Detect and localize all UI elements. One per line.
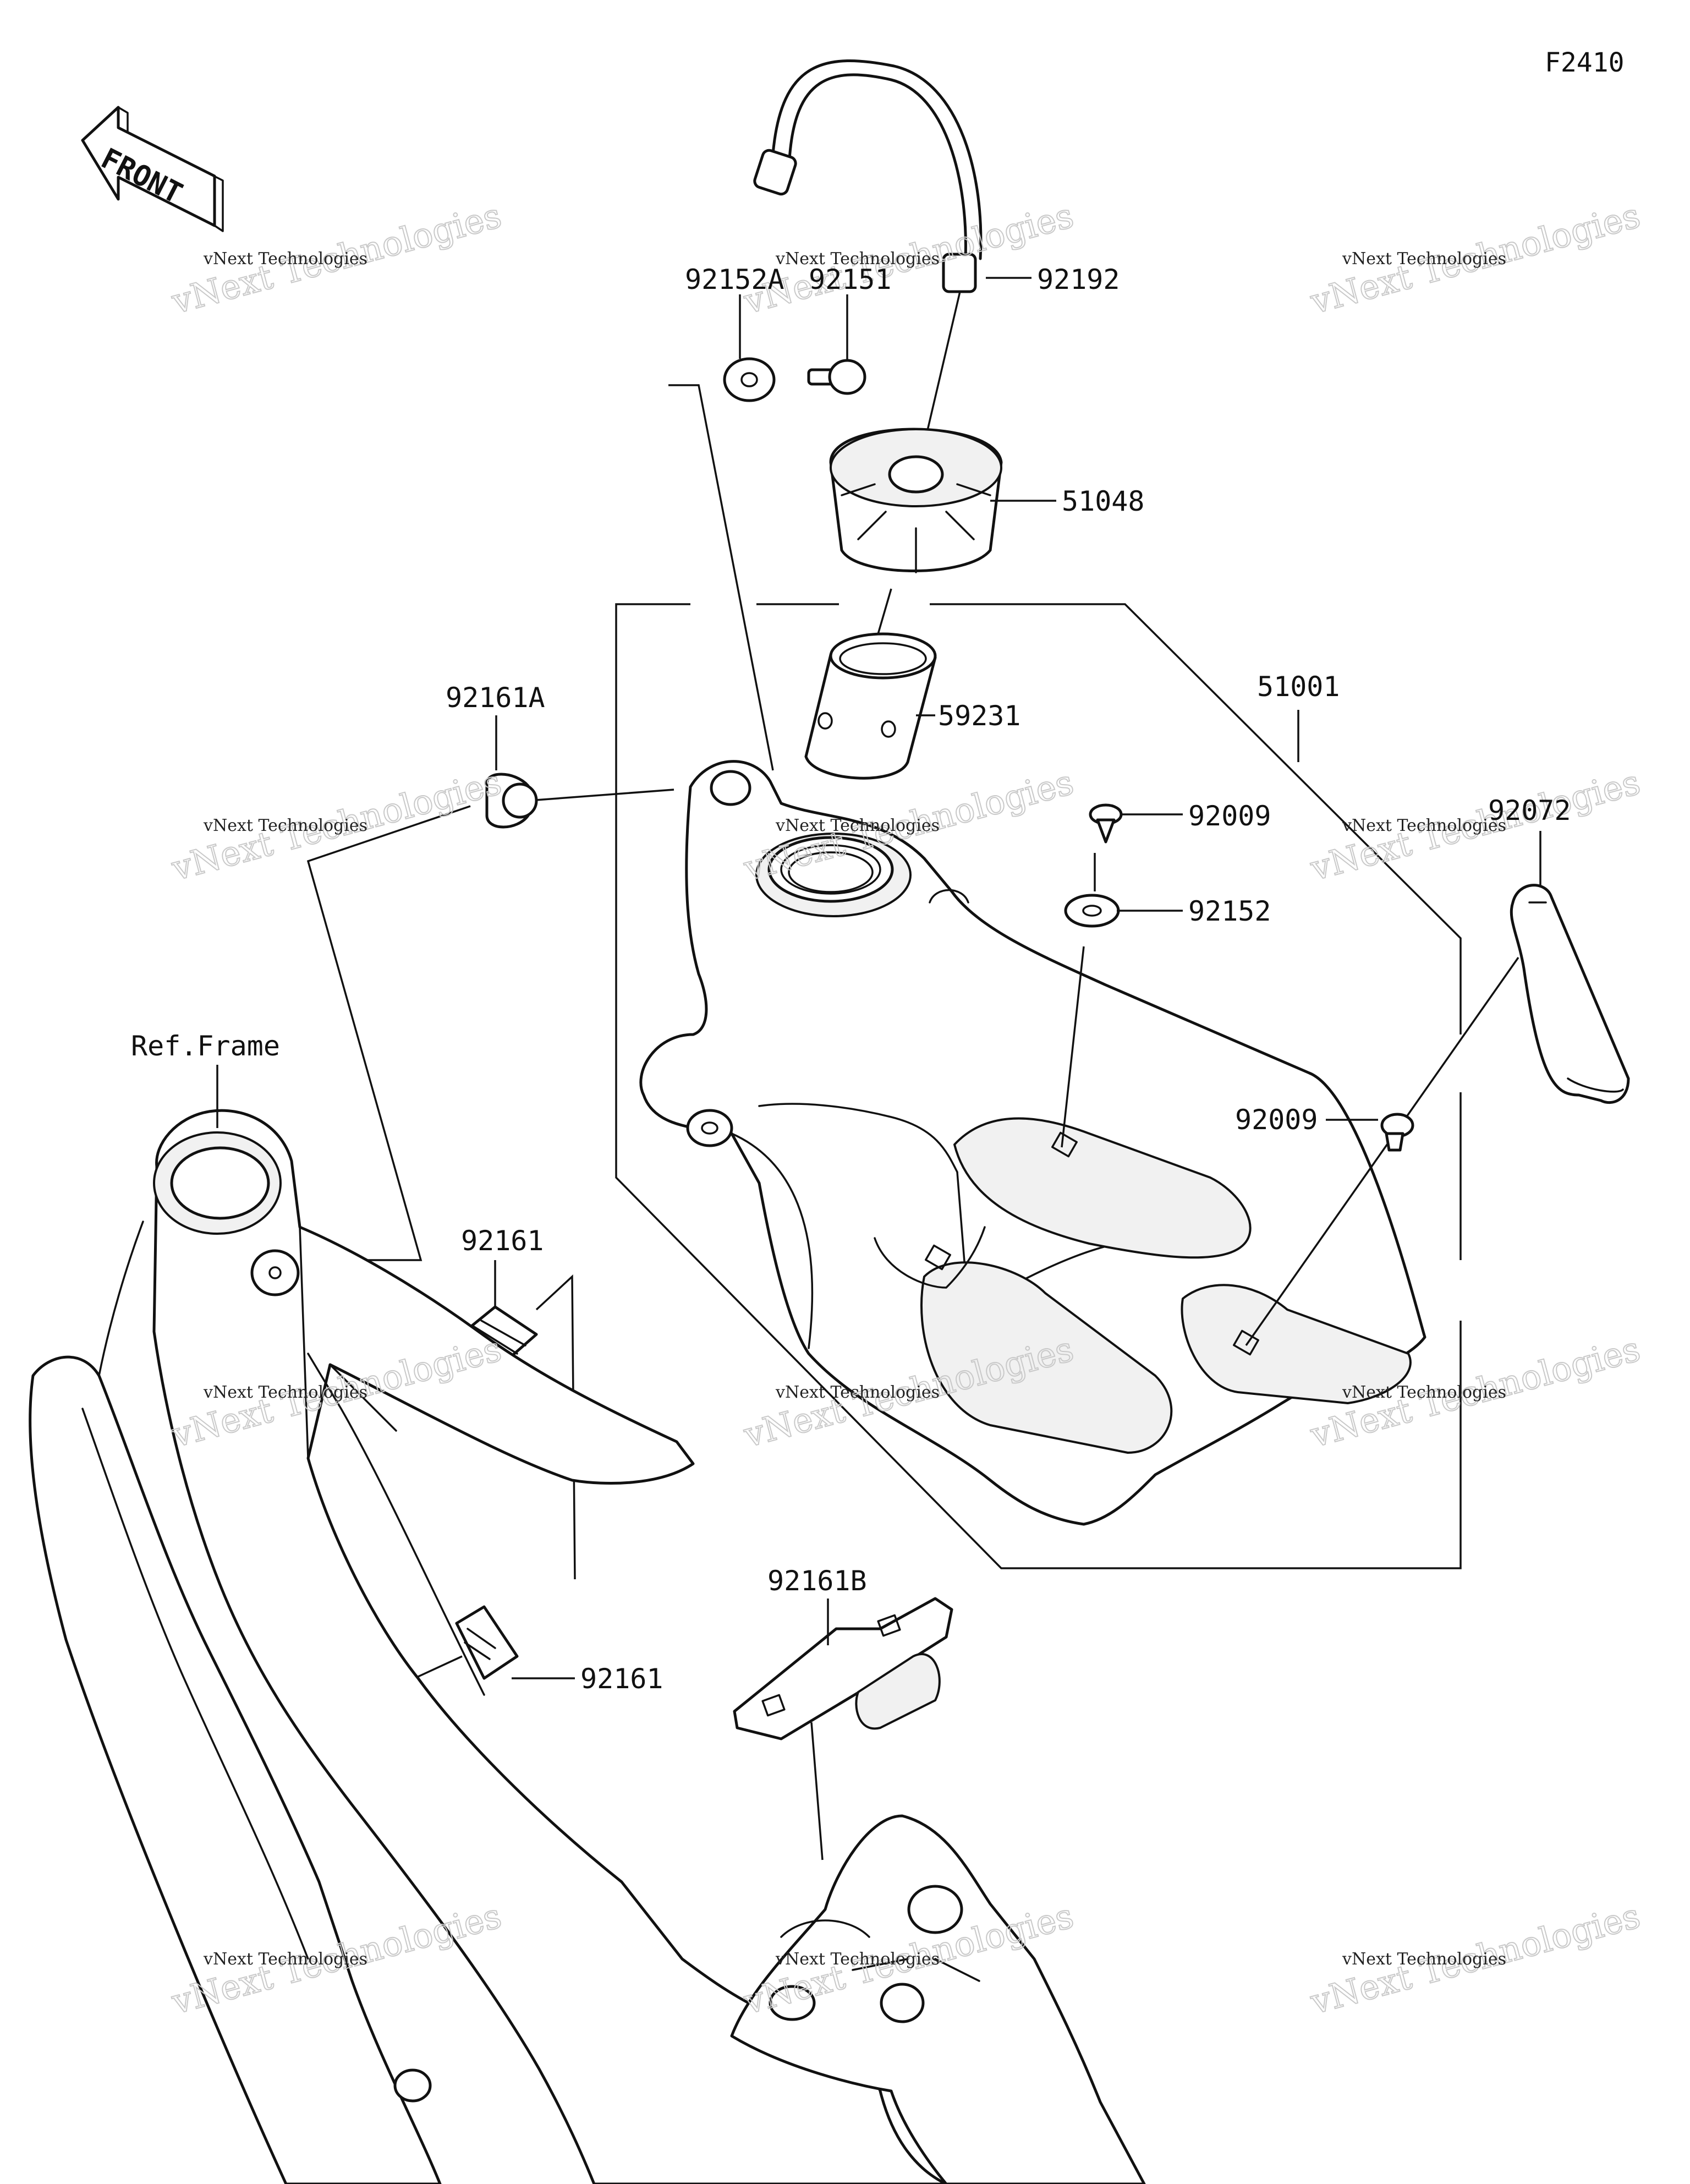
fuel-cap xyxy=(829,428,1056,655)
washer-92152 xyxy=(1061,853,1183,1148)
svg-text:vNext Technologies: vNext Technologies xyxy=(1342,249,1506,269)
fuel-filter xyxy=(804,632,937,780)
tank-strap xyxy=(1245,831,1630,1346)
svg-text:vNext Technologies: vNext Technologies xyxy=(1342,1950,1506,1969)
mount-92161B xyxy=(733,1597,953,1860)
breather-hose xyxy=(753,59,1031,468)
screw-92009-strap xyxy=(1326,1113,1414,1152)
leader-92161A-tank xyxy=(528,789,674,802)
label-92151: 92151 xyxy=(809,264,892,295)
bolt-92151 xyxy=(807,294,866,395)
svg-text:vNext Technologies: vNext Technologies xyxy=(203,249,367,269)
svg-text:vNext Technologies: vNext Technologies xyxy=(203,1383,367,1402)
label-51048: 51048 xyxy=(1062,485,1145,517)
label-92009-strap: 92009 xyxy=(1235,1104,1318,1136)
label-92009-top: 92009 xyxy=(1188,800,1271,832)
label-92192: 92192 xyxy=(1037,264,1120,295)
washer-92152A xyxy=(723,294,776,402)
label-92161A: 92161A xyxy=(446,682,545,714)
label-92152A: 92152A xyxy=(685,264,784,295)
svg-text:vNext Technologies: vNext Technologies xyxy=(775,249,940,269)
label-ref-frame: Ref.Frame xyxy=(131,1030,280,1062)
label-92161B: 92161B xyxy=(767,1565,867,1597)
svg-text:vNext Technologies: vNext Technologies xyxy=(203,1950,367,1969)
svg-text:vNext Technologies: vNext Technologies xyxy=(1342,1383,1506,1402)
leader-92152A-tank xyxy=(668,384,774,771)
front-arrow-icon: FRONT xyxy=(81,106,224,232)
label-59231: 59231 xyxy=(938,700,1021,732)
label-92152: 92152 xyxy=(1188,895,1271,927)
fuel-tank xyxy=(639,760,1426,1526)
label-51001: 51001 xyxy=(1257,671,1340,703)
label-92072: 92072 xyxy=(1488,795,1571,826)
svg-text:vNext Technologies: vNext Technologies xyxy=(203,816,367,835)
label-92161-lower: 92161 xyxy=(580,1663,663,1695)
svg-text:vNext Technologies: vNext Technologies xyxy=(775,1950,940,1969)
tank-group-bracket xyxy=(615,603,1462,1569)
svg-text:vNext Technologies: vNext Technologies xyxy=(775,816,940,835)
svg-text:vNext Technologies: vNext Technologies xyxy=(1342,816,1506,835)
frame xyxy=(29,1065,1146,2184)
screw-92009-top xyxy=(1089,803,1183,844)
figure-id: F2410 xyxy=(1545,47,1625,78)
svg-text:vNext Technologies: vNext Technologies xyxy=(775,1383,940,1402)
label-92161-upper: 92161 xyxy=(461,1225,544,1257)
